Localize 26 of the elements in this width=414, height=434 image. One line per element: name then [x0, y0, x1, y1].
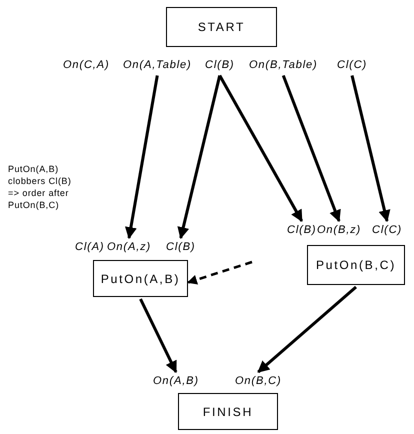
condition-label: Cl(C) — [371, 222, 404, 238]
condition-label: On(A,Table) — [122, 57, 193, 74]
arrow — [177, 75, 222, 240]
arrow — [282, 74, 341, 222]
step-box: PutOn(A,B) — [93, 260, 188, 297]
condition-label: On(B,z) — [316, 222, 362, 238]
step-box: START — [166, 7, 277, 47]
note-text: PutOn(A,B) clobbers Cl(B) => order after PutOn(B,C) — [8, 163, 72, 211]
condition-label: On(B,C) — [234, 373, 282, 390]
condition-label: On(A,B) — [152, 373, 200, 390]
arrow — [218, 74, 304, 222]
step-box: PutOn(B,C) — [307, 245, 405, 285]
condition-label: Cl(B) — [204, 57, 236, 74]
condition-label: Cl(B) — [165, 239, 196, 256]
condition-label: On(C,A) — [62, 57, 110, 74]
condition-label: On(A,z) — [106, 239, 152, 256]
arrow — [350, 75, 390, 222]
condition-label: On(B,Table) — [248, 57, 319, 74]
arrow — [257, 286, 357, 374]
condition-label: Cl(B) — [286, 222, 318, 238]
arrow — [124, 75, 159, 240]
arrow — [187, 260, 252, 285]
arrow — [139, 298, 178, 374]
step-box: FINISH — [178, 393, 278, 430]
condition-label: Cl(A) — [74, 239, 106, 256]
condition-label: Cl(C) — [336, 57, 368, 74]
